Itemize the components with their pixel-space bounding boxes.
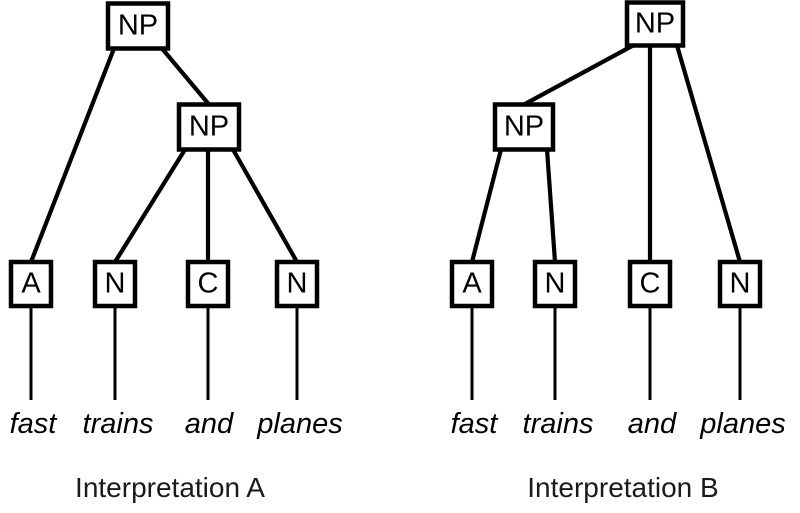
node-label: N [730,268,751,300]
node-label: NP [504,111,544,143]
node-label: A [462,268,482,300]
node-box [105,1,171,51]
terminal-word: planes [256,408,342,440]
words-layer: fast trains and planes fast trains and planes [10,408,786,440]
terminal-word: fast [451,408,500,440]
terminal-word: trains [523,408,594,440]
node-label: NP [118,10,158,42]
tree-node-a: A [449,259,495,309]
node-label: C [198,268,219,300]
tree-node-np: NP [492,102,556,152]
node-label: N [545,268,566,300]
node-box [624,0,686,48]
node-label: NP [635,8,675,40]
tree-node-c: C [185,259,231,309]
stems-layer [29,306,742,400]
tree-edge [523,43,634,107]
tree-node-a: A [8,259,54,309]
node-box [449,259,495,309]
node-box [92,259,138,309]
nodes-layer: NP NP A N C N NP NP A N C N [8,0,763,309]
node-box [185,259,231,309]
tree-node-n: N [92,259,138,309]
tree-edge [674,44,743,263]
tree-edge [469,148,504,263]
terminal-word: planes [699,408,785,440]
tree-caption: Interpretation A [75,472,265,503]
edges-layer [29,43,743,264]
node-label: NP [189,111,229,143]
terminal-word: fast [10,408,59,440]
tree-edge [231,148,299,264]
node-box [176,102,242,152]
node-label: A [21,268,41,300]
tree-node-c: C [627,259,673,309]
tree-node-np: NP [105,1,171,51]
node-box [8,259,54,309]
tree-caption: Interpretation B [527,472,718,503]
node-label: N [105,268,126,300]
tree-node-np: NP [624,0,686,48]
tree-node-n: N [532,259,578,309]
terminal-word: and [185,408,234,440]
tree-edge [29,47,116,263]
node-box [274,259,320,309]
node-box [492,102,556,152]
node-label: C [640,268,661,300]
terminal-word: trains [83,408,154,440]
captions-layer: Interpretation A Interpretation B [75,472,719,503]
tree-node-n: N [717,259,763,309]
tree-edge [113,148,187,264]
tree-edge [544,149,558,263]
node-box [717,259,763,309]
node-box [627,259,673,309]
tree-node-np: NP [176,102,242,152]
tree-edge [160,47,211,106]
terminal-word: and [628,408,677,440]
node-label: N [287,268,308,300]
node-box [532,259,578,309]
tree-node-n: N [274,259,320,309]
